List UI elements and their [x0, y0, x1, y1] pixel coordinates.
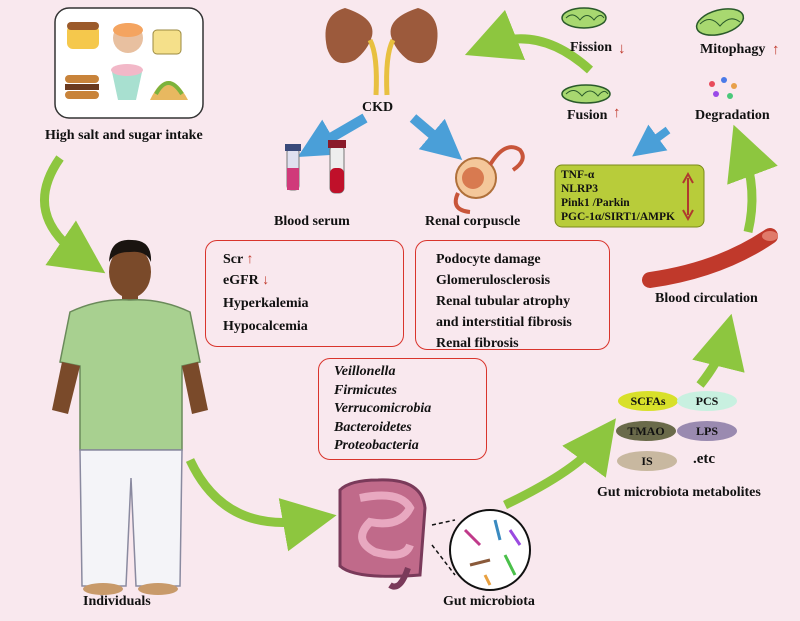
glomerulosclerosis-item: Glomerulosclerosis	[436, 273, 551, 288]
kidney-icon	[325, 8, 438, 96]
interstitial-fibrosis-item: and interstitial fibrosis	[436, 315, 572, 330]
arrow-circulation-pathway	[727, 124, 778, 234]
hyperkalemia-item: Hyperkalemia	[223, 296, 309, 311]
pathway-item: PGC-1α/SIRT1/AMPK	[561, 211, 675, 223]
is-pill: IS	[617, 451, 677, 471]
etc-label: .etc	[693, 451, 716, 467]
arrow-mito-pathway	[632, 124, 671, 157]
food-panel-icon	[54, 7, 204, 119]
metabolites-title: Gut microbiota metabolites	[597, 485, 761, 500]
degradation-label: Degradation	[695, 108, 770, 123]
microbe-circle-icon	[431, 509, 531, 591]
fusion-label: Fusion	[567, 108, 608, 123]
food-label: High salt and sugar intake	[45, 128, 203, 143]
pathway-list: TNF-α NLRP3 Pink1 /Parkin PGC-1α/SIRT1/A…	[561, 168, 675, 224]
podocyte-item: Podocyte damage	[436, 252, 541, 267]
pathway-item: Pink1 /Parkin	[561, 197, 630, 209]
mitophagy-up-icon: ↑	[772, 42, 780, 58]
arrow-ckd-serum	[297, 113, 368, 158]
egfr-down-icon: ↓	[262, 273, 270, 288]
scr-up-icon: ↑	[246, 252, 254, 267]
mitochondria-icon	[561, 7, 745, 104]
fission-label: Fission	[570, 40, 613, 55]
egfr-item: eGFR ↓	[223, 273, 270, 288]
blood-circulation-label: Blood circulation	[655, 291, 758, 306]
bacteria-box: Veillonella Firmicutes Verrucomicrobia B…	[318, 358, 487, 460]
gut-microbiota-label: Gut microbiota	[443, 594, 535, 609]
mitophagy-label: Mitophagy	[700, 42, 766, 57]
serum-findings-box: Scr ↑ eGFR ↓ Hyperkalemia Hypocalcemia	[205, 240, 404, 347]
ckd-label: CKD	[362, 100, 394, 115]
lps-pill: LPS	[677, 421, 737, 441]
pathway-box	[554, 164, 705, 228]
individuals-label: Individuals	[83, 594, 151, 609]
bacteria-item: Proteobacteria	[334, 438, 419, 453]
pathway-item: NLRP3	[561, 183, 599, 195]
bacteria-item: Verrucomicrobia	[334, 401, 432, 416]
arrow-food-individual	[40, 155, 106, 274]
scr-item: Scr ↑	[223, 252, 254, 267]
hypocalcemia-item: Hypocalcemia	[223, 319, 308, 334]
intestine-icon	[338, 478, 427, 590]
tubular-atrophy-item: Renal tubular atrophy	[436, 294, 571, 309]
renal-corpuscle-label: Renal corpuscle	[425, 214, 521, 229]
arrow-mito-ckd	[464, 9, 594, 74]
bacteria-item: Veillonella	[334, 364, 396, 379]
bacteria-item: Bacteroidetes	[334, 419, 412, 435]
pcs-pill: PCS	[677, 391, 737, 411]
person-figure-icon	[52, 239, 208, 595]
arrow-ckd-corpuscle	[409, 114, 463, 160]
blood-vessel-icon	[642, 228, 778, 288]
bacteria-item: Firmicutes	[334, 382, 398, 398]
renal-fibrosis-item: Renal fibrosis	[436, 336, 519, 351]
arrow-individual-gut	[185, 458, 337, 552]
tmao-pill: TMAO	[616, 421, 676, 441]
arrow-metabolites-circulation	[692, 313, 745, 388]
fission-down-icon: ↓	[618, 41, 626, 57]
pathway-item: TNF-α	[561, 169, 595, 181]
fusion-up-icon: ↑	[613, 105, 621, 121]
arrow-gut-metabolites	[503, 418, 616, 510]
kidney-damage-box: Podocyte damage Glomerulosclerosis Renal…	[415, 240, 610, 351]
blood-tube-icon	[285, 140, 346, 194]
blood-serum-label: Blood serum	[274, 214, 350, 229]
scfas-pill: SCFAs	[618, 391, 678, 411]
renal-corpuscle-icon	[453, 145, 525, 214]
